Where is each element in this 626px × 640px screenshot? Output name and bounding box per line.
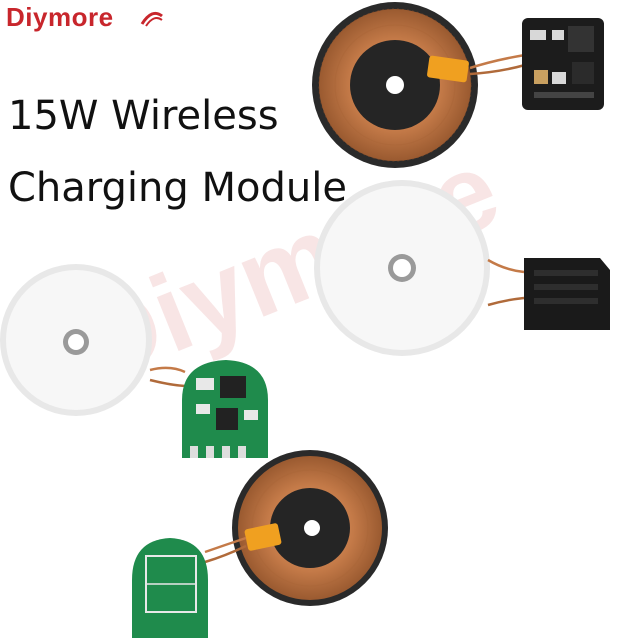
coil-center-hole [304, 520, 320, 536]
product-title: 15W Wireless Charging Module [8, 80, 347, 224]
brand-logo: Diymore [6, 2, 114, 32]
pad-wire [149, 366, 186, 374]
module-white-pad-black-pcb [314, 180, 610, 356]
coil-wire [204, 536, 247, 554]
module-white-pad-green-pcb [0, 264, 268, 458]
module-copper-coil-green-pcb [132, 450, 388, 638]
product-title-line1: 15W Wireless [8, 93, 279, 139]
pcb-board-black-heatsink [524, 258, 610, 330]
product-title-line2: Charging Module [8, 165, 347, 211]
coil-tape [244, 523, 282, 551]
coil-center-hole [386, 76, 404, 94]
pad-wire [487, 258, 525, 274]
coil-tape [427, 55, 469, 83]
module-copper-coil-black-pcb [312, 2, 604, 168]
coil-wire [469, 53, 526, 70]
brand-logo-mark-icon [140, 11, 163, 27]
